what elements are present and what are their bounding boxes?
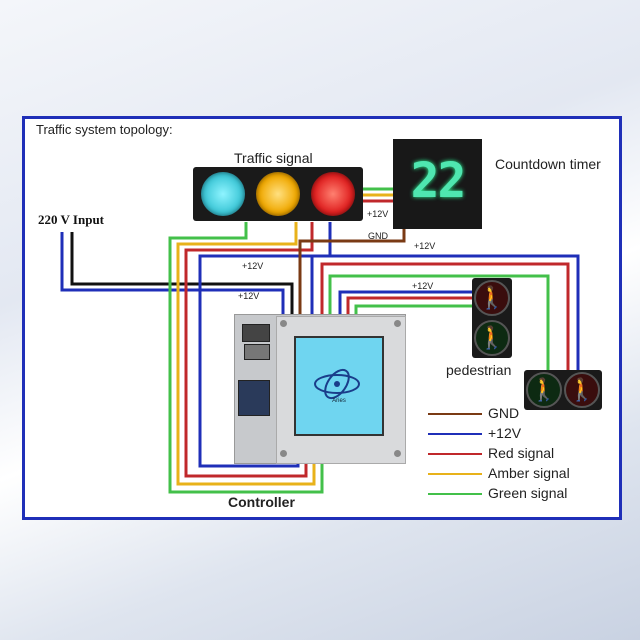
- cyan-lamp: [201, 172, 245, 216]
- diagram-title: Traffic system topology:: [36, 122, 173, 137]
- screw: [280, 450, 287, 457]
- pedestrian-label: pedestrian: [446, 362, 512, 378]
- red-lamp: [311, 172, 355, 216]
- input-wire-black: [70, 232, 294, 315]
- traffic-signal: [193, 167, 363, 221]
- legend-line-red: [428, 453, 482, 455]
- wire-label-12v: +12V: [242, 261, 264, 271]
- screw: [394, 320, 401, 327]
- amber-lamp: [256, 172, 300, 216]
- screw: [280, 320, 287, 327]
- ts-red-wire: [184, 222, 314, 478]
- input-wire-blue: [60, 232, 285, 315]
- legend-line-amber: [428, 473, 482, 475]
- countdown-label: Countdown timer: [495, 156, 601, 172]
- legend-label-12v: +12V: [488, 425, 522, 441]
- ped-walk-icon: 🚶: [526, 372, 562, 408]
- pedestrian-signal-horizontal: 🚶 🚶: [524, 370, 602, 410]
- wire-label-12v: +12V: [238, 291, 260, 301]
- ts-blue-wire: [198, 222, 332, 468]
- aries-logo-icon: [314, 368, 360, 400]
- legend-line-12v: [428, 433, 482, 435]
- legend-label-green: Green signal: [488, 485, 568, 501]
- ped-red-wire-2: [346, 296, 476, 315]
- ts-amber-wire: [176, 222, 316, 486]
- serial-port: [238, 380, 270, 416]
- countdown-digits: 22: [410, 153, 467, 209]
- ts-green-wire: [168, 222, 324, 494]
- controller-screen-text: Aries: [332, 398, 346, 404]
- pedestrian-signal-vertical: 🚶 🚶: [472, 278, 512, 358]
- ped-red-wire: [320, 262, 570, 372]
- legend-label-gnd: GND: [488, 405, 520, 421]
- legend-label-amber: Amber signal: [488, 465, 570, 481]
- ethernet-port: [242, 324, 270, 342]
- wire-label-12v: +12V: [414, 241, 436, 251]
- traffic-signal-label: Traffic signal: [234, 150, 313, 166]
- countdown-timer: 22: [393, 139, 482, 229]
- ped-green-wire-2: [354, 304, 476, 315]
- legend-line-gnd: [428, 413, 482, 415]
- wire-label-12v: +12V: [412, 281, 434, 291]
- usb-port: [244, 344, 270, 360]
- wire-label-gnd: GND: [368, 231, 388, 241]
- controller-label: Controller: [228, 494, 295, 510]
- ped-stop-icon: 🚶: [564, 372, 600, 408]
- ped-blue-wire: [310, 254, 580, 372]
- ped-walk-icon: 🚶: [474, 320, 510, 356]
- timer-gnd-wire: [298, 229, 406, 315]
- legend-line-green: [428, 493, 482, 495]
- screw: [394, 450, 401, 457]
- legend-label-red: Red signal: [488, 445, 555, 461]
- ped-green-wire: [328, 274, 550, 372]
- wire-label-12v: +12V: [367, 209, 389, 219]
- input-label: 220 V Input: [38, 212, 104, 227]
- ped-stop-icon: 🚶: [474, 280, 510, 316]
